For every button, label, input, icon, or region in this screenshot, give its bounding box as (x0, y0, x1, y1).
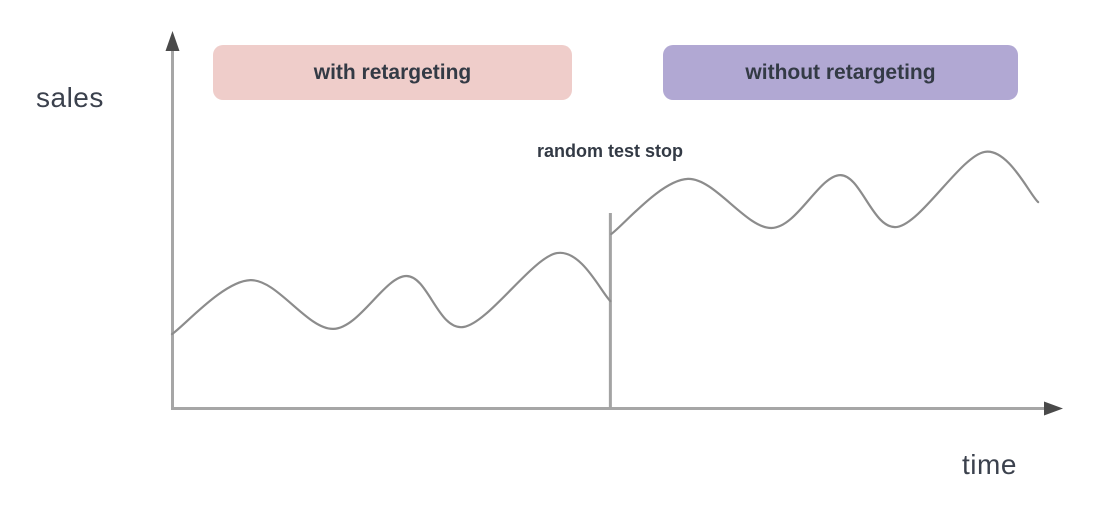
x-axis-label: time (962, 449, 1017, 480)
y-axis-arrowhead-icon (165, 31, 180, 51)
series-with-retargeting-curve (170, 251, 612, 336)
legend-without-retargeting-label: without retargeting (745, 60, 936, 84)
x-axis-arrowhead-icon (1044, 401, 1063, 416)
series-without-retargeting-curve (610, 150, 1040, 236)
legend-with-retargeting-label: with retargeting (313, 60, 472, 84)
random-test-stop-label: random test stop (536, 141, 684, 161)
y-axis-label: sales (36, 82, 104, 113)
legend-without-retargeting-badge: without retargeting (663, 45, 1018, 100)
legend-with-retargeting-badge: with retargeting (213, 45, 572, 100)
